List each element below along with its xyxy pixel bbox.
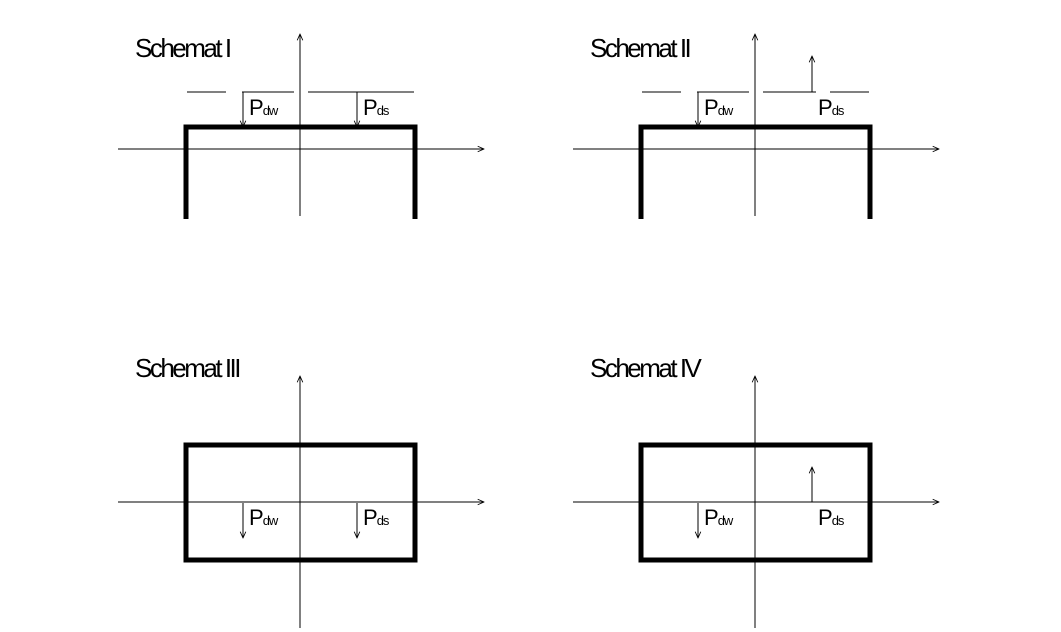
section-outline [183, 442, 418, 563]
load-label-dw: Pdw [704, 505, 734, 530]
panel-schemat-1: Schemat I Pdw Pds [118, 33, 484, 219]
section-outline [638, 124, 873, 219]
load-label-ds: Pds [363, 95, 390, 120]
load-label-dw: Pdw [704, 95, 734, 120]
load-label-ds: Pds [818, 95, 845, 120]
panel-title: Schemat IV [590, 353, 703, 383]
panel-schemat-4: Schemat IV Pdw Pds [573, 353, 939, 628]
load-label-ds: Pds [363, 505, 390, 530]
panel-title: Schemat III [135, 353, 239, 383]
section-outline [183, 124, 418, 219]
panel-title: Schemat I [135, 33, 230, 63]
load-label-dw: Pdw [249, 95, 279, 120]
load-label-ds: Pds [818, 505, 845, 530]
section-outline [638, 442, 873, 563]
load-label-dw: Pdw [249, 505, 279, 530]
panel-schemat-2: Schemat II Pdw Pds [573, 33, 939, 219]
panel-title: Schemat II [590, 33, 690, 63]
panel-schemat-3: Schemat III Pdw Pds [118, 353, 484, 628]
